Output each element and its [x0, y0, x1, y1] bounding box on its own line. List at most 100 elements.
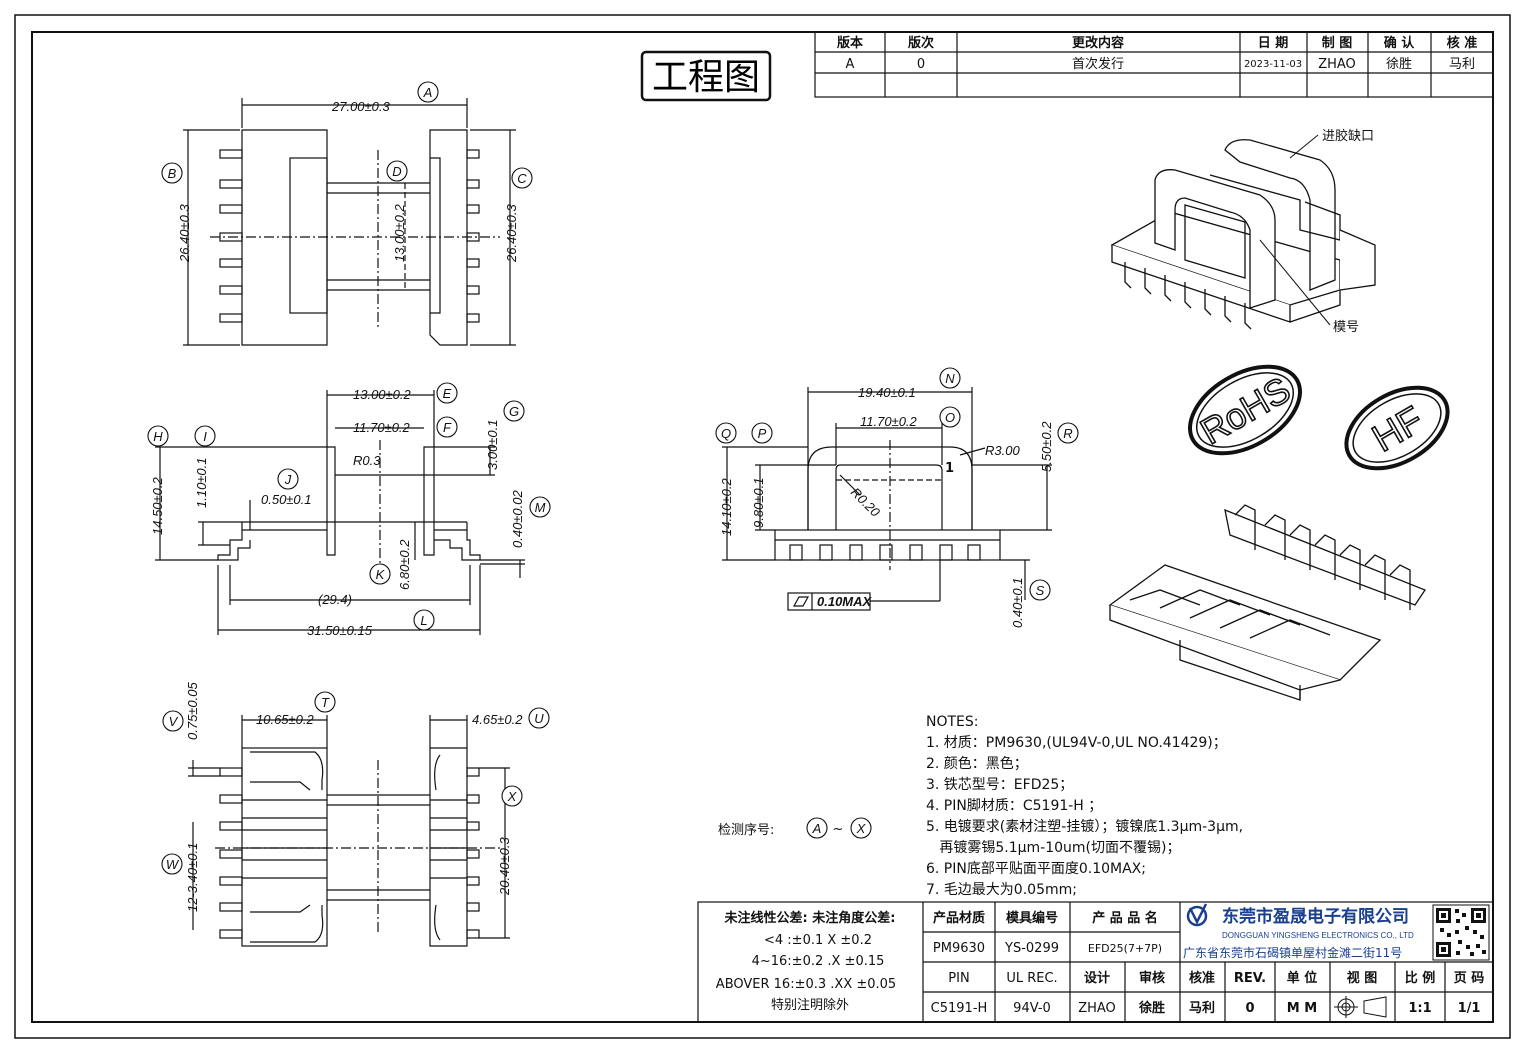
dim-b: 26.40±0.3: [177, 203, 192, 263]
dim-h: 14.50±0.2: [150, 476, 165, 535]
dim-r03: R0.3: [353, 453, 381, 468]
inspect-sep: ~: [833, 822, 844, 837]
tb-h1-0: 产品材质: [933, 910, 985, 926]
revision-table-grid: [814, 31, 1494, 98]
rev-v2: 首次发行: [1072, 56, 1124, 72]
note-5: 5. 电镀要求(素材注塑-挂镀）；镀镍底1.3μm-3μm,: [926, 818, 1243, 835]
tb-h2-5: REV.: [1234, 971, 1266, 986]
dim-s: 0.40±0.1: [1010, 577, 1025, 628]
tb-v2-4: 马利: [1189, 1000, 1215, 1016]
dim-o: 11.70±0.2: [860, 414, 918, 429]
tb-h2-4: 核准: [1189, 970, 1215, 986]
notes-title: NOTES:: [926, 714, 979, 730]
ref-h: H: [153, 429, 163, 444]
rev-h1: 版次: [908, 35, 934, 51]
dim-r300: R3.00: [985, 443, 1020, 458]
ref-r: R: [1063, 426, 1072, 441]
rev-h0: 版本: [837, 35, 863, 51]
tolerance-block: 未注线性公差: 未注角度公差: <4 :±0.1 X ±0.2 4~16:±0.…: [716, 910, 896, 1013]
dim-c: 26.40±0.3: [504, 203, 519, 263]
view-bottom: [188, 715, 510, 947]
dim-g: 3.00±0.1: [485, 419, 500, 470]
rohs-text: RoHS: [1193, 369, 1297, 453]
title-block-grid: [697, 901, 1494, 1023]
view-front: [722, 387, 1052, 611]
dim-n: 19.40±0.1: [858, 385, 916, 400]
ref-d: D: [392, 164, 401, 179]
dim-i: 1.10±0.1: [194, 457, 209, 508]
tb-h2-9: 页 码: [1454, 971, 1485, 986]
iso-view-top: [1110, 139, 1376, 330]
flatness-value: 0.10MAX: [817, 594, 873, 609]
gate-label: 进胶缺口: [1322, 128, 1374, 144]
mold-leader: [1259, 239, 1331, 326]
tb-h2-0: PIN: [948, 971, 969, 986]
tb-v1-2: EFD25(7+7P): [1088, 942, 1162, 955]
ref-f: F: [443, 420, 452, 435]
ref-p: P: [758, 426, 767, 441]
dim-t: 10.65±0.2: [256, 712, 315, 727]
qr-code-icon: [1432, 904, 1490, 961]
ref-u: U: [534, 711, 544, 726]
mold-label: 模号: [1333, 320, 1359, 335]
tb-h2-8: 比 例: [1405, 970, 1436, 986]
note-6: 6. PIN底部平贴面平面度0.10MAX;: [926, 861, 1146, 877]
rohs-badge: RoHS: [1188, 364, 1302, 456]
ref-g: G: [509, 404, 519, 419]
ref-a: A: [423, 85, 433, 100]
dim-p: 9.80±0.1: [751, 477, 766, 528]
iso-view-bottom: [1108, 504, 1426, 701]
note-3: 3. 铁芯型号：EFD25；: [926, 777, 1073, 793]
dim-q: 14.10±0.2: [719, 477, 734, 536]
tb-v2-1: 94V-0: [1013, 1001, 1051, 1016]
ref-x: X: [507, 789, 518, 804]
dimension-labels: 27.00±0.3 26.40±0.3 26.40±0.3 13.00±0.2 …: [150, 99, 1054, 912]
outer-border: [14, 14, 1511, 1039]
dim-f: 11.70±0.2: [353, 420, 411, 435]
tol-r1: <4 :±0.1 X ±0.2: [764, 933, 872, 948]
tb-h2-7: 视 图: [1347, 970, 1378, 986]
dim-k: 6.80±0.2: [397, 539, 412, 590]
inspect-label: 检测序号:: [718, 823, 774, 838]
ref-q: Q: [721, 426, 731, 441]
view-side: [155, 390, 525, 635]
dim-j: 0.50±0.1: [261, 492, 312, 507]
rev-v6: 马利: [1449, 57, 1475, 72]
dim-u: 4.65±0.2: [472, 712, 523, 727]
company-name-en: DONGGUAN YINGSHENG ELECTRONICS CO., LTD: [1222, 931, 1414, 940]
gate-leader: [1289, 134, 1319, 159]
tb-h2-3: 审核: [1139, 970, 1165, 986]
ref-t: T: [321, 695, 330, 710]
rev-v3: 2023-11-03: [1244, 59, 1302, 70]
tb-v2-3: 徐胜: [1138, 1000, 1165, 1016]
inspect-to: X: [856, 821, 867, 836]
ref-m: M: [535, 500, 546, 515]
dim-e: 13.00±0.2: [353, 387, 412, 402]
rev-h3: 日 期: [1258, 36, 1289, 51]
note-5b: 再镀雾锡5.1μm-10um(切面不覆锡)；: [926, 839, 1180, 856]
tb-h2-6: 单 位: [1287, 970, 1318, 986]
rev-v0: A: [846, 57, 855, 72]
tol-r3: ABOVER 16:±0.3 .XX ±0.05: [716, 977, 896, 992]
note-7: 7. 毛边最大为0.05mm;: [926, 882, 1077, 898]
dim-w: 12-3.40±0.1: [185, 843, 200, 912]
ref-s: S: [1036, 583, 1045, 598]
ref-o: O: [945, 410, 955, 425]
dim-a: 27.00±0.3: [331, 99, 391, 114]
tol-r4: 特别注明除外: [771, 998, 849, 1013]
title-block-text: 产品材质 模具编号 产 品 品 名 PM9630 YS-0299 EFD25(7…: [931, 910, 1485, 1016]
rev-v5: 徐胜: [1386, 57, 1412, 72]
inspect-sequence: 检测序号: A ~ X: [718, 817, 872, 839]
tb-h2-1: UL REC.: [1006, 971, 1057, 986]
tb-v2-8: 1:1: [1408, 1001, 1431, 1016]
tb-h2-2: 设计: [1084, 970, 1110, 986]
rev-h4: 制 图: [1322, 35, 1353, 51]
tb-v1-1: YS-0299: [1004, 941, 1059, 956]
ref-c: C: [517, 171, 527, 186]
ref-k: K: [376, 567, 386, 582]
ref-w: W: [166, 857, 180, 872]
tol-head: 未注线性公差: 未注角度公差:: [724, 910, 896, 926]
tb-v2-0: C5191-H: [931, 1001, 988, 1016]
tb-v2-6: M M: [1287, 1001, 1317, 1016]
note-2: 2. 颜色：黑色；: [926, 755, 1028, 772]
